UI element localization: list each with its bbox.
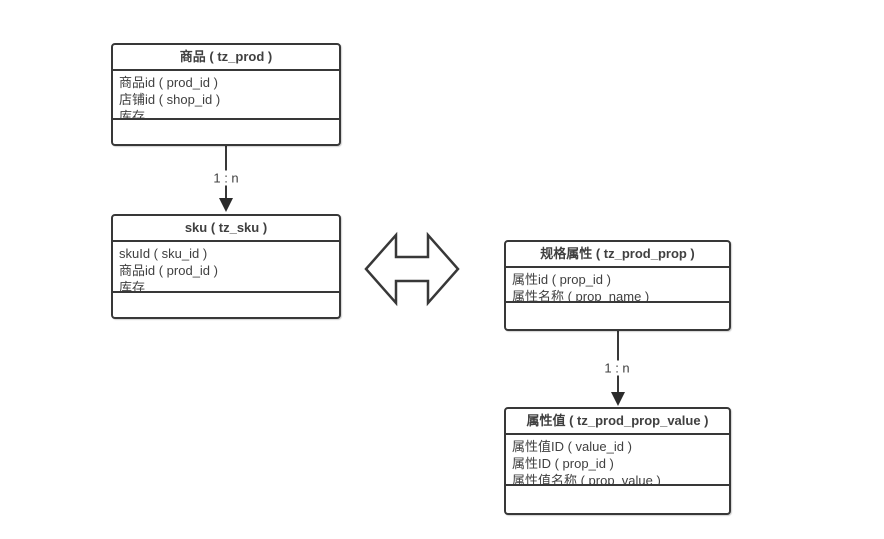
entity-prod-prop: 规格属性 ( tz_prod_prop ) 属性id ( prop_id ) 属… xyxy=(504,240,731,331)
attribute-row: 属性值ID ( value_id ) xyxy=(512,439,632,454)
entity-prod-attributes: 商品id ( prod_id ) 店铺id ( shop_id ) 库存 xyxy=(113,71,339,120)
entity-prod: 商品 ( tz_prod ) 商品id ( prod_id ) 店铺id ( s… xyxy=(111,43,341,146)
attribute-row: 店铺id ( shop_id ) xyxy=(119,92,221,107)
entity-prod-prop-attributes: 属性id ( prop_id ) 属性名称 ( prop_name ) xyxy=(506,268,729,303)
entity-sku: sku ( tz_sku ) skuId ( sku_id ) 商品id ( p… xyxy=(111,214,341,319)
entity-prod-prop-value-empty-section xyxy=(506,486,729,513)
entity-sku-attributes: skuId ( sku_id ) 商品id ( prod_id ) 库存 xyxy=(113,242,339,293)
attribute-row: 属性名称 ( prop_name ) xyxy=(512,289,650,303)
entity-prod-prop-empty-section xyxy=(506,303,729,329)
attribute-row: 商品id ( prod_id ) xyxy=(119,75,218,90)
entity-prod-empty-section xyxy=(113,120,339,144)
relation-label-prod-sku: 1 : n xyxy=(210,170,242,186)
entity-prod-prop-value-title: 属性值 ( tz_prod_prop_value ) xyxy=(506,409,729,435)
entity-sku-empty-section xyxy=(113,293,339,317)
entity-prod-prop-title: 规格属性 ( tz_prod_prop ) xyxy=(506,242,729,268)
attribute-row: 属性ID ( prop_id ) xyxy=(512,456,614,471)
attribute-row: 库存 xyxy=(119,109,146,120)
entity-prod-title: 商品 ( tz_prod ) xyxy=(113,45,339,71)
attribute-row: skuId ( sku_id ) xyxy=(119,246,208,261)
attribute-row: 商品id ( prod_id ) xyxy=(119,263,218,278)
entity-prod-prop-value-attributes: 属性值ID ( value_id ) 属性ID ( prop_id ) 属性值名… xyxy=(506,435,729,486)
bidirectional-arrow-icon xyxy=(364,231,460,307)
attribute-row: 库存 xyxy=(119,280,146,293)
attribute-row: 属性id ( prop_id ) xyxy=(512,272,611,287)
attribute-row: 属性值名称 ( prop_value ) xyxy=(512,473,661,486)
relation-label-prop-value: 1 : n xyxy=(601,360,633,376)
entity-prod-prop-value: 属性值 ( tz_prod_prop_value ) 属性值ID ( value… xyxy=(504,407,731,515)
entity-sku-title: sku ( tz_sku ) xyxy=(113,216,339,242)
